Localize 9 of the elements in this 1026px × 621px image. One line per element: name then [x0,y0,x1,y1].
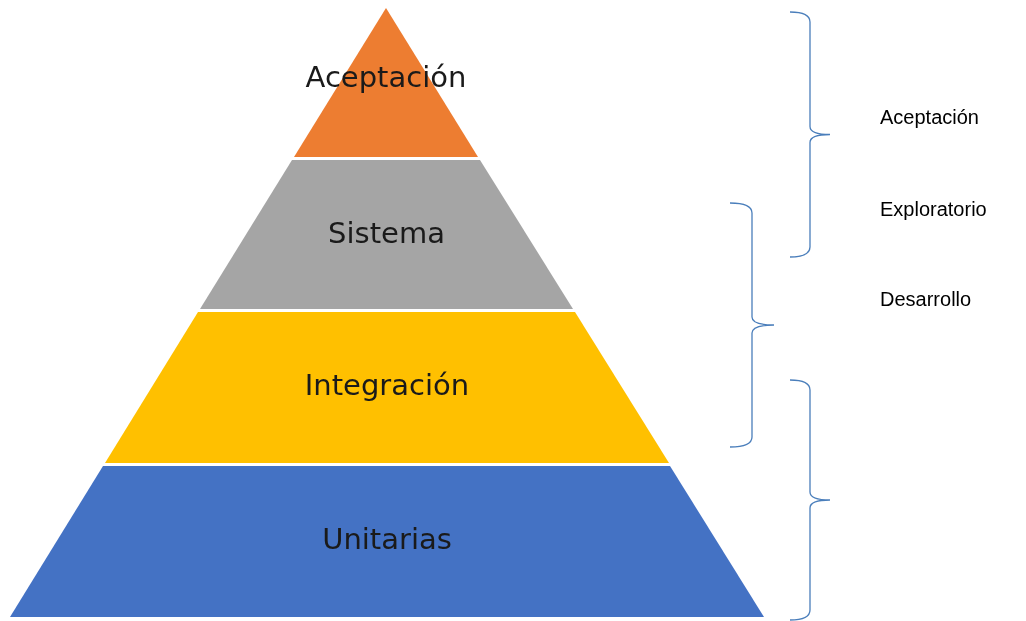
pyramid-level [105,312,669,463]
bracket-label: Aceptación [880,106,979,129]
pyramid-level [200,160,573,309]
level-label: Unitarias [321,522,453,556]
level-label: Sistema [327,216,446,250]
bracket-label: Desarrollo [880,288,972,311]
pyramid-level [10,466,764,617]
level-label: Integración [303,368,471,402]
bracket-label: Exploratorio [880,198,987,221]
